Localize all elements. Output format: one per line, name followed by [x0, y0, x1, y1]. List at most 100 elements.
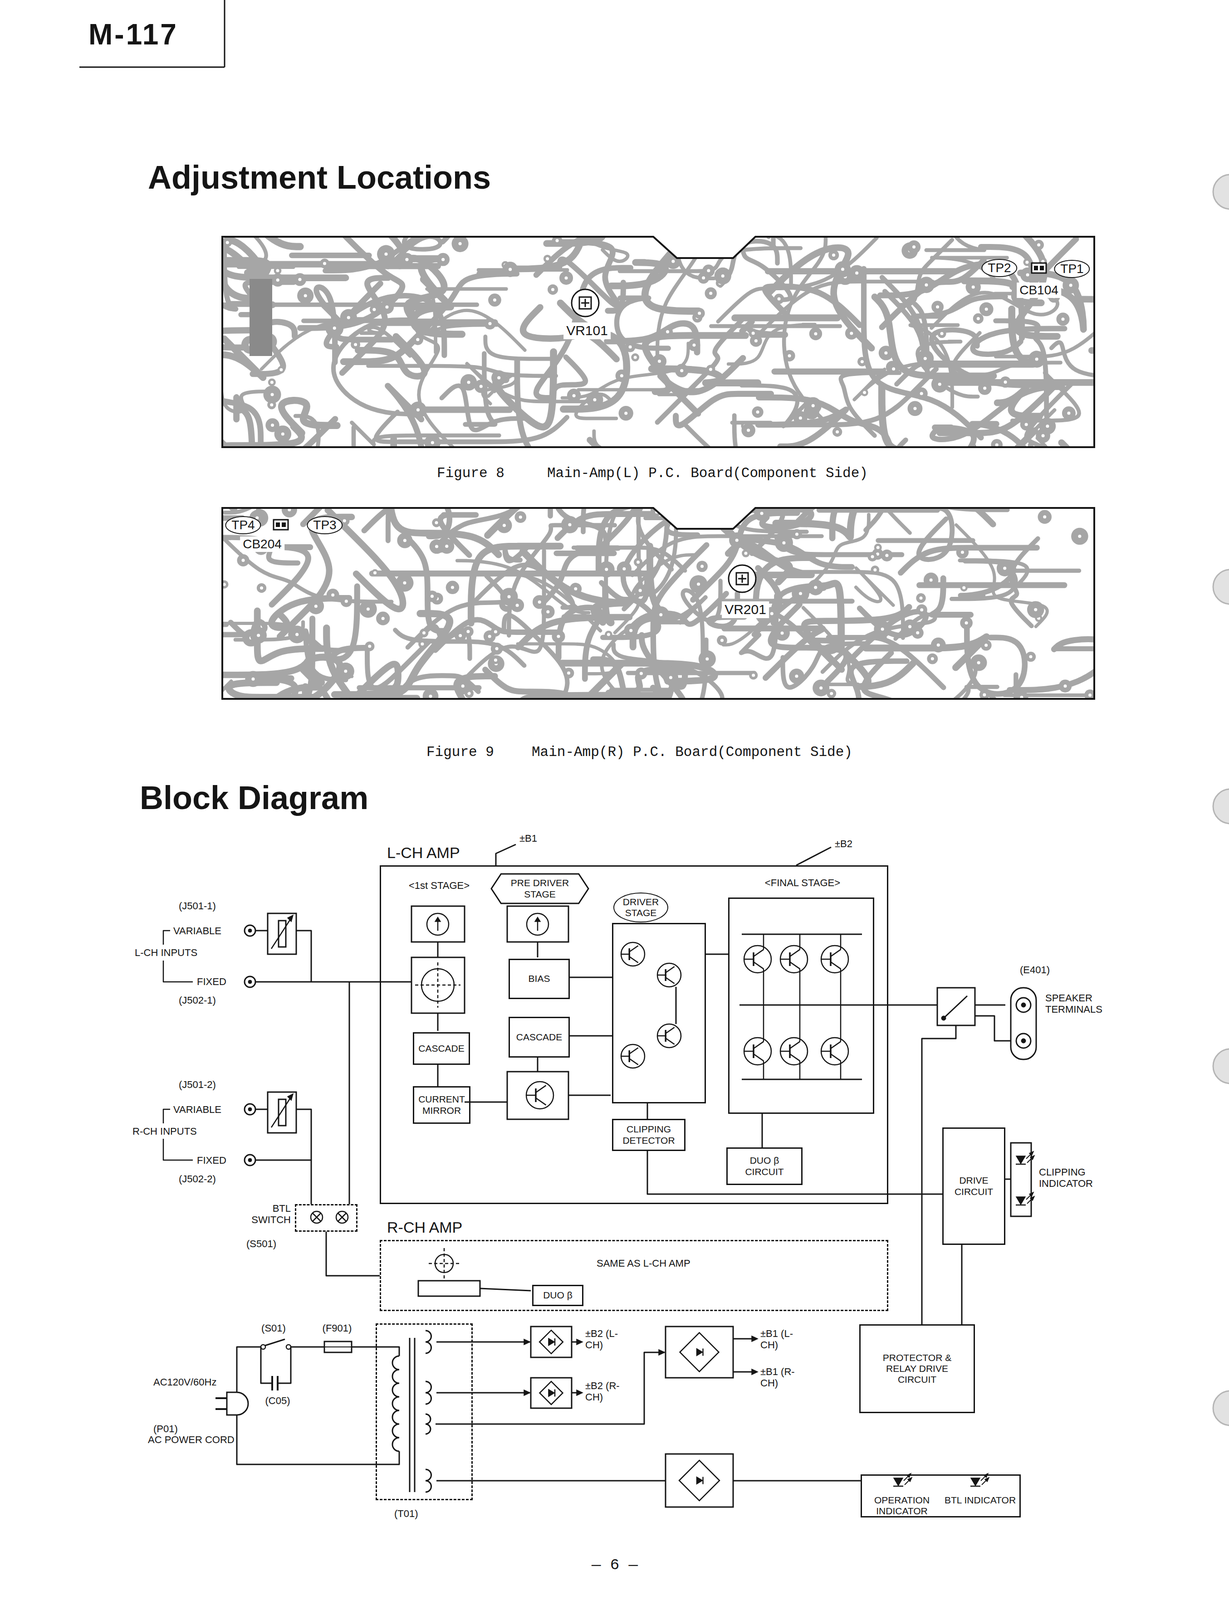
pcb-trace	[269, 698, 417, 728]
pcb-trace	[536, 232, 644, 276]
pcb-pad	[697, 272, 710, 284]
wire	[464, 1101, 508, 1104]
pcb-pad	[274, 266, 282, 275]
pcb-hole	[862, 391, 867, 395]
transformer-winding	[425, 1331, 432, 1354]
pcb-pad	[926, 653, 938, 665]
pcb-hole	[385, 305, 389, 309]
current-source-symbol	[534, 917, 541, 922]
switch-contact	[312, 1213, 321, 1222]
pcb-hole	[435, 545, 439, 549]
binder-hole	[1213, 174, 1229, 210]
pcb-hole	[275, 269, 280, 273]
pcb-trace	[260, 687, 369, 773]
transistor-symbol	[830, 962, 842, 970]
pcb-hole	[984, 643, 988, 647]
pcb-pad	[1020, 418, 1033, 431]
pcb-hole	[493, 298, 497, 302]
pcb-pad	[271, 273, 285, 287]
pcb-pad	[990, 439, 1003, 451]
pcb-hole	[697, 311, 701, 315]
wire	[296, 930, 312, 983]
pcb-pad	[569, 582, 583, 596]
rectifier-bridge	[539, 1330, 564, 1355]
pcb-pad	[662, 326, 673, 338]
input-jack	[248, 1158, 252, 1163]
pcb-trace	[557, 514, 657, 539]
pcb-hole	[1045, 424, 1049, 428]
transistor-symbol	[821, 945, 849, 974]
pcb-pad	[418, 640, 427, 649]
pcb-hole	[624, 411, 628, 416]
wire	[1005, 1179, 1011, 1181]
pcb-pad	[809, 327, 823, 341]
pcb-pad	[1027, 601, 1045, 619]
pcb-pad	[308, 598, 325, 615]
wire	[799, 969, 801, 1006]
pcb-pad	[848, 265, 865, 282]
pcb-hole	[860, 360, 864, 364]
led-light-arrow	[907, 1478, 912, 1483]
stage-label: <1st STAGE>	[408, 880, 470, 892]
pcb-trace	[887, 661, 976, 722]
pcb-hole	[1069, 283, 1073, 288]
led-symbol	[1015, 1164, 1026, 1166]
ac-plug	[215, 1408, 227, 1411]
pcb-hole	[488, 635, 492, 639]
transformer-core	[414, 1338, 416, 1493]
connector-pin	[1039, 265, 1044, 271]
pcb-pad	[615, 369, 629, 383]
diode-symbol	[548, 1390, 555, 1398]
pcb-trace	[215, 530, 392, 603]
pcb-traces	[9, 161, 1165, 529]
pcb-pad	[395, 574, 414, 593]
block-label: (E401)	[1019, 964, 1050, 976]
resistor-symbol	[278, 920, 286, 948]
pcb-hole	[777, 297, 781, 301]
transistor-symbol	[830, 949, 842, 957]
pcb-pad	[293, 273, 307, 286]
pcb-trace	[774, 368, 883, 375]
pcb-pad	[288, 625, 306, 644]
pcb-hole	[270, 423, 275, 427]
block-label: CASCADE	[416, 1043, 466, 1055]
pcb-pad	[704, 287, 717, 300]
pcb-pad	[491, 370, 507, 386]
signal-label: ±B1 (L-CH)	[760, 1328, 806, 1352]
pcb-pad	[220, 580, 229, 589]
part-label: CB204	[239, 536, 285, 553]
transistor-symbol	[744, 945, 772, 974]
pcb-pad	[788, 668, 804, 684]
pcb-hole	[695, 519, 699, 523]
pcb-hole	[720, 639, 724, 643]
pcb-hole	[1061, 317, 1065, 321]
pcb-pad	[1014, 690, 1029, 705]
supply-lead	[495, 844, 516, 866]
pcb-pad	[741, 549, 750, 558]
block-label: BTL SWITCH	[245, 1203, 291, 1227]
transistor-symbol	[744, 959, 754, 961]
transistor-symbol	[665, 977, 675, 985]
pcb-trace	[1021, 445, 1114, 505]
pcb-hole	[295, 632, 299, 637]
pcb-hole	[1067, 411, 1071, 416]
pcb-trace	[931, 578, 971, 616]
wire	[255, 930, 268, 932]
pcb-pad	[598, 561, 615, 578]
pcb-pad	[1028, 350, 1045, 368]
pcb-hole	[347, 316, 351, 320]
pcb-hole	[1026, 273, 1030, 277]
transistor-symbol	[753, 949, 764, 957]
pcb-hole	[343, 670, 348, 674]
pcb-pad	[741, 423, 756, 438]
pcb-pad	[918, 276, 935, 294]
pcb-pad	[670, 231, 688, 249]
pcb-hole	[546, 610, 550, 614]
pcb-pad	[350, 339, 361, 350]
input-jack	[248, 1107, 252, 1112]
pcb-hole	[744, 551, 748, 555]
pcb-pad	[861, 388, 869, 397]
transistor-symbol	[789, 1041, 801, 1049]
wire	[961, 1245, 963, 1325]
signal-label: (S01)	[261, 1322, 286, 1335]
